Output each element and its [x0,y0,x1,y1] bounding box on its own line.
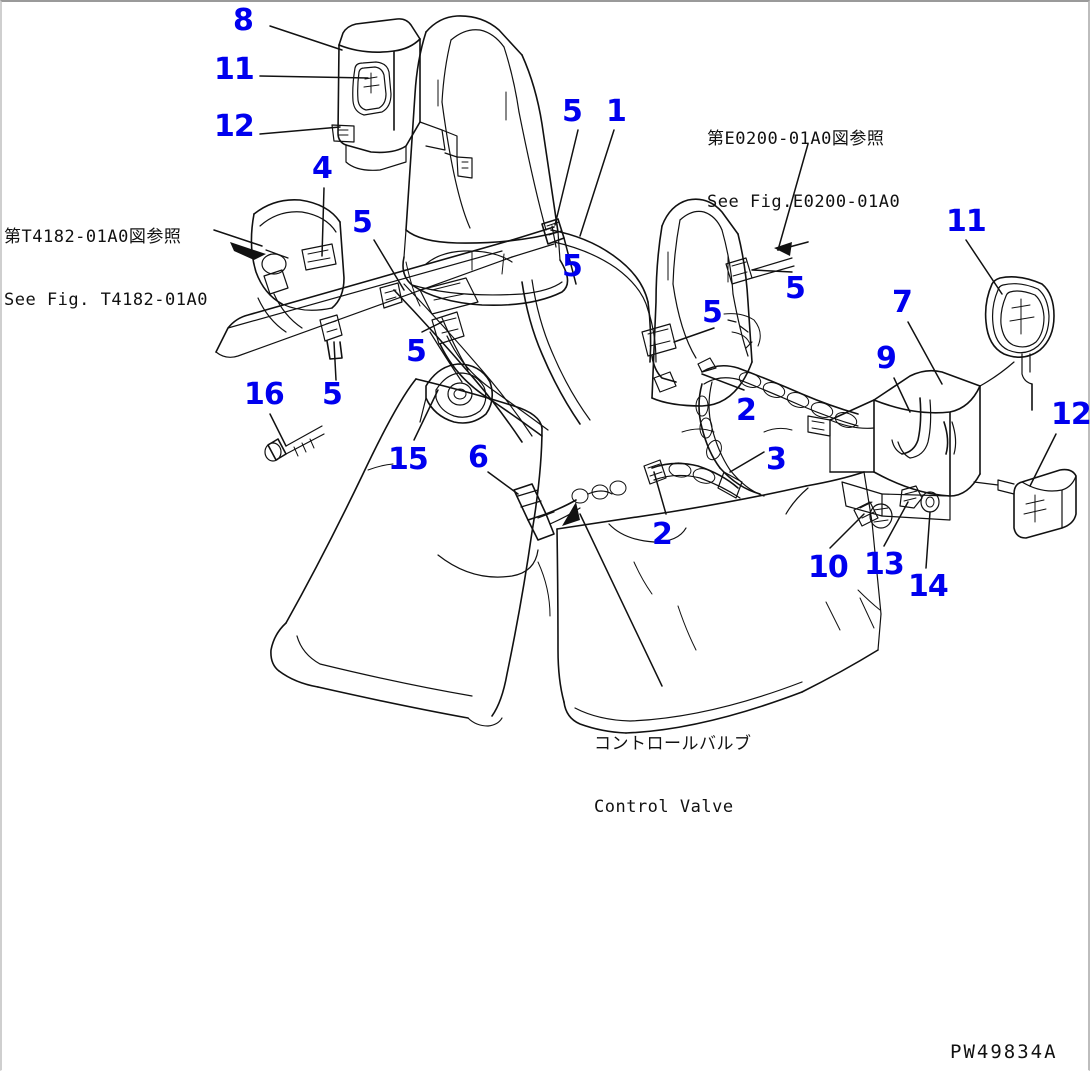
callout-leader-lines [213,25,1057,687]
callout-5-c5f: 5 [406,334,427,369]
callout-11-c11a: 11 [214,52,255,87]
control-valve-label-en: Control Valve [594,797,734,817]
nut-item13 [899,485,923,509]
ref-note-e0200: 第E0200-01A0図参照 See Fig.E0200-01A0 [707,87,900,255]
callout-5-c5a: 5 [562,94,583,129]
drawing-number: PW49834A [950,1041,1058,1063]
control-valve-block [513,483,581,541]
right-plug-item12 [973,468,1077,539]
callout-12-c12b: 12 [1051,397,1090,432]
callout-9-c9: 9 [876,341,897,376]
ref-note-t4182: 第T4182-01A0図参照 See Fig. T4182-01A0 [4,185,208,353]
callout-10-c10: 10 [808,550,849,585]
control-valve-label-jp: コントロールバルブ [594,734,752,754]
right-control-box [807,369,981,521]
callout-13-c13: 13 [864,547,905,582]
callout-14-c14: 14 [908,569,949,604]
misc-details [405,251,881,651]
right-seat-shell [556,471,882,734]
bolt-item10 [853,501,893,529]
callout-1-c1: 1 [606,94,627,129]
callout-6-c6: 6 [468,440,489,475]
callout-11-c11b: 11 [946,204,987,239]
ref-note-e0200-jp: 第E0200-01A0図参照 [707,129,885,149]
left-seat-shell [270,378,543,727]
callout-16-c16: 16 [244,377,285,412]
callout-5-c5e: 5 [785,271,806,306]
callout-5-c5c: 5 [562,249,583,284]
callout-8-c8: 8 [233,3,254,38]
control-valve-annotation: コントロールバルブ Control Valve [594,692,752,860]
callout-7-c7: 7 [892,285,913,320]
left-seat-cushion [402,250,569,307]
shroud-item15 [419,363,494,424]
left-seat-back [403,15,561,261]
bolt-item16 [264,425,325,462]
callout-2-c2b: 2 [652,517,673,552]
callout-3-c3: 3 [766,442,787,477]
callout-5-c5b: 5 [352,205,373,240]
lower-rail-tube [215,225,557,360]
center-linkage-bar [393,277,533,443]
hydraulic-hoses [431,218,657,437]
callout-4-c4: 4 [312,151,333,186]
right-lamp-item11 [979,276,1055,411]
ref-note-e0200-en: See Fig.E0200-01A0 [707,192,901,212]
left-ref-assembly [230,198,345,333]
ref-note-t4182-en: See Fig. T4182-01A0 [4,290,208,310]
callout-5-c5d: 5 [702,295,723,330]
ref-note-t4182-jp: 第T4182-01A0図参照 [4,227,182,247]
callout-12-c12a: 12 [214,109,255,144]
callout-2-c2a: 2 [736,393,757,428]
callout-5-c5g: 5 [322,377,343,412]
callout-15-c15: 15 [388,442,429,477]
right-hose-links [641,323,859,499]
tube-clamps [723,257,795,349]
